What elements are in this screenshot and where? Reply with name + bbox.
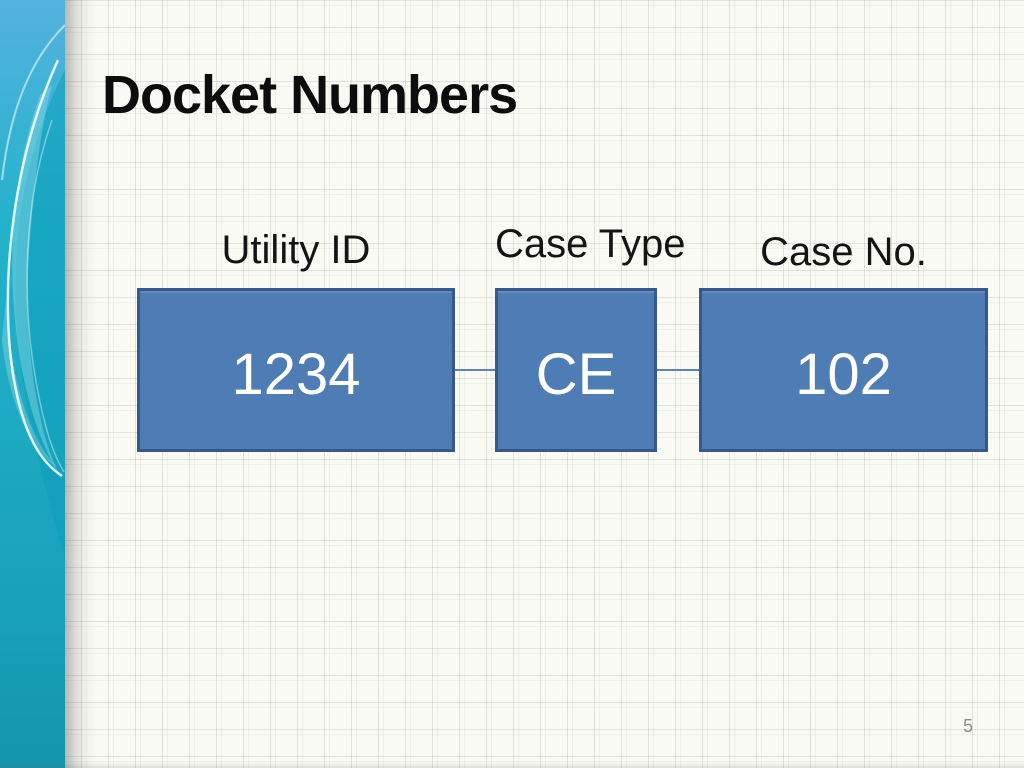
sidebar-white-arc-inner [26, 119, 65, 473]
sidebar-light-wave [12, 85, 63, 480]
label-case-type: Case Type [495, 222, 686, 266]
slide-page-number: 5 [962, 716, 973, 736]
connector-casetype-to-caseno [657, 369, 699, 371]
sidebar-swoosh-graphic [0, 0, 65, 768]
utility-id-value: 1234 [231, 341, 361, 407]
case-type-value: CE [535, 341, 617, 407]
slide-title: Docket Numbers [102, 65, 518, 125]
bottom-edge-shade [0, 762, 1024, 768]
diagram-box-utility-id: 1234 [137, 288, 455, 452]
page-edge-shadow [65, 0, 97, 768]
sidebar-white-arc [6, 59, 63, 478]
sidebar-white-arc-top [1, 24, 65, 181]
diagram-box-case-no: 102 [699, 288, 988, 452]
case-no-value: 102 [795, 341, 892, 407]
sidebar-dark-wave [15, 70, 65, 560]
label-utility-id: Utility ID [221, 228, 371, 272]
connector-utility-to-casetype [455, 369, 495, 371]
diagram-box-case-type: CE [495, 288, 657, 452]
label-case-no: Case No. [760, 230, 927, 274]
